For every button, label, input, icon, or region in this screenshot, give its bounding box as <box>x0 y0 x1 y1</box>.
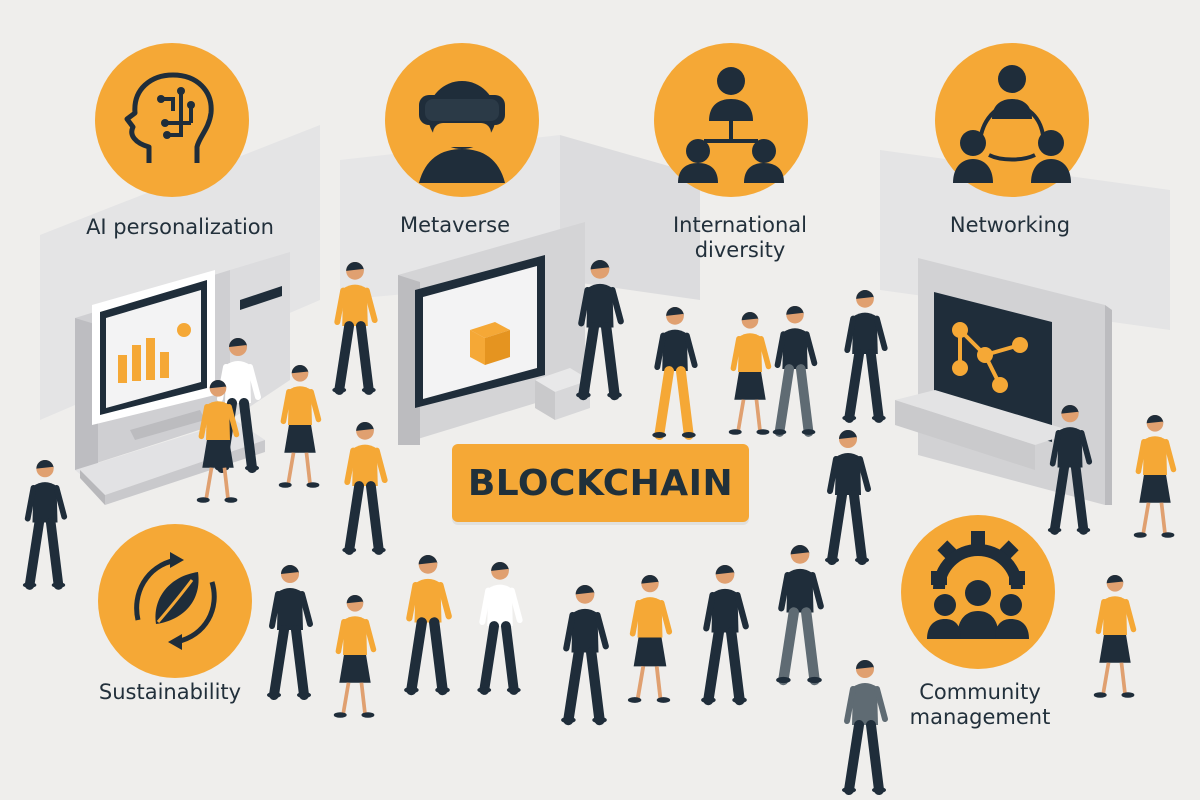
networking-circle <box>935 43 1089 197</box>
attendee <box>342 422 388 555</box>
topic-label-metaverse: Metaverse <box>400 213 510 237</box>
blockchain-label: BLOCKCHAIN <box>467 462 734 504</box>
attendee <box>842 660 888 795</box>
vr-headset-icon <box>419 81 505 183</box>
attendee <box>332 262 378 395</box>
attendee <box>22 460 68 590</box>
attendee <box>404 554 452 696</box>
ai-personalization-circle <box>95 43 249 197</box>
attendee <box>627 575 673 703</box>
attendees <box>22 260 1177 795</box>
gear-people-icon <box>927 531 1029 639</box>
attendee <box>842 290 888 423</box>
booth-center <box>398 222 590 445</box>
attendee <box>1093 574 1137 698</box>
attendee <box>196 379 240 503</box>
blockchain-banner: BLOCKCHAIN <box>452 444 749 522</box>
topic-label-sustainability: Sustainability <box>98 680 242 704</box>
metaverse-circle <box>385 43 539 197</box>
attendee <box>278 365 322 488</box>
ai-head-icon <box>124 72 214 163</box>
topic-label-community-management: Community management <box>909 680 1051 730</box>
attendee <box>701 565 749 706</box>
booth-left <box>75 252 290 505</box>
topic-label-ai-personalization: AI personalization <box>86 215 274 239</box>
topic-label-international-diversity: International diversity <box>672 213 808 263</box>
attendee <box>561 585 609 726</box>
attendee <box>333 595 377 718</box>
attendee <box>576 260 624 401</box>
attendee <box>1133 414 1177 538</box>
topic-label-networking: Networking <box>949 213 1071 237</box>
leaf-cycle-icon <box>134 552 217 650</box>
attendee <box>477 562 523 695</box>
hierarchy-people-icon <box>678 67 784 183</box>
community-management-circle <box>901 515 1055 669</box>
attendee <box>728 312 772 435</box>
network-people-icon <box>953 65 1071 183</box>
attendee <box>267 565 313 700</box>
attendee <box>1047 405 1093 535</box>
attendee <box>652 307 698 440</box>
sustainability-circle <box>98 524 252 678</box>
attendee <box>825 430 871 565</box>
attendee <box>772 306 818 437</box>
attendee <box>776 545 824 686</box>
international-diversity-circle <box>654 43 808 197</box>
